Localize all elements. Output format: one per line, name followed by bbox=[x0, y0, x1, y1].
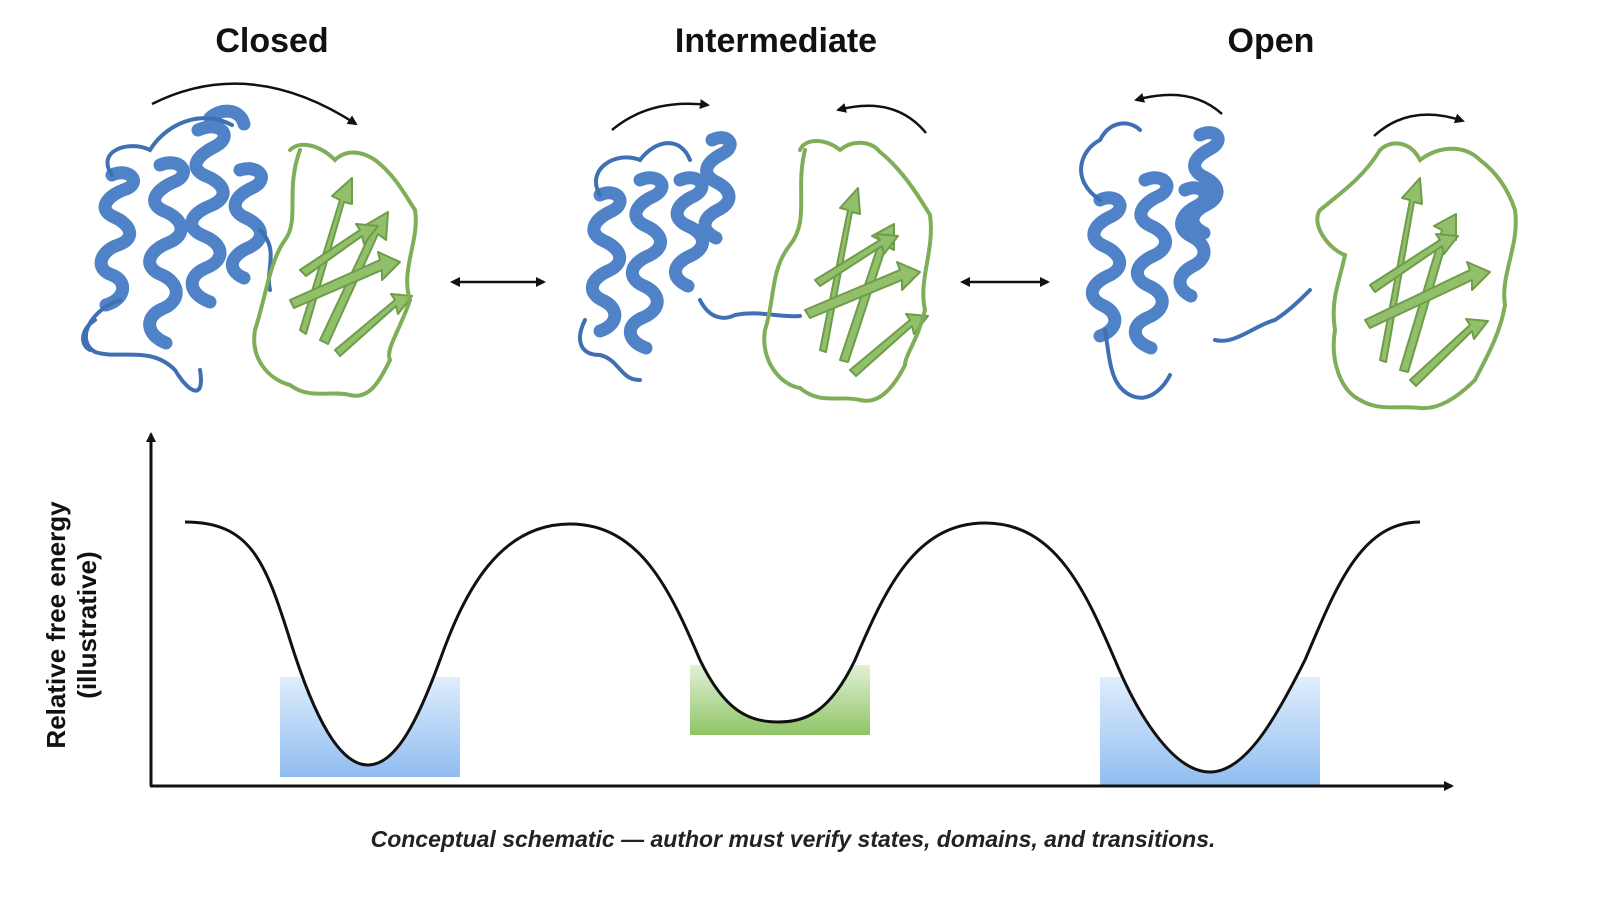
arrow-intermediate-right bbox=[836, 103, 927, 134]
motion-arrows bbox=[151, 82, 1465, 137]
helical-domain-open bbox=[1086, 126, 1225, 355]
axes bbox=[146, 432, 1454, 791]
protein-closed bbox=[81, 104, 418, 398]
arrow-open-left bbox=[1134, 93, 1223, 115]
figure-caption: Conceptual schematic — author must verif… bbox=[370, 826, 1216, 852]
state-title-closed: Closed bbox=[215, 22, 329, 60]
y-axis-label-line2: (illustrative) bbox=[72, 551, 102, 699]
beta-domain-closed bbox=[289, 177, 413, 357]
state-title-intermediate: Intermediate bbox=[674, 22, 878, 60]
y-axis-label: Relative free energy (illustrative) bbox=[41, 501, 103, 748]
state-title-open: Open bbox=[1227, 22, 1315, 60]
helical-domain-intermediate bbox=[586, 131, 737, 355]
y-axis-label-line1: Relative free energy bbox=[41, 501, 71, 749]
arrow-closed-rotation bbox=[151, 82, 358, 126]
energy-landscape bbox=[184, 520, 1421, 787]
helical-domain-closed bbox=[94, 104, 268, 350]
protein-intermediate bbox=[578, 131, 933, 403]
arrow-intermediate-left bbox=[611, 99, 710, 131]
free-energy-curve bbox=[184, 520, 1421, 774]
beta-domain-open bbox=[1364, 177, 1491, 387]
arrow-open-right bbox=[1373, 113, 1465, 137]
basin-fill-intermediate bbox=[690, 665, 870, 735]
protein-open bbox=[1079, 121, 1518, 411]
